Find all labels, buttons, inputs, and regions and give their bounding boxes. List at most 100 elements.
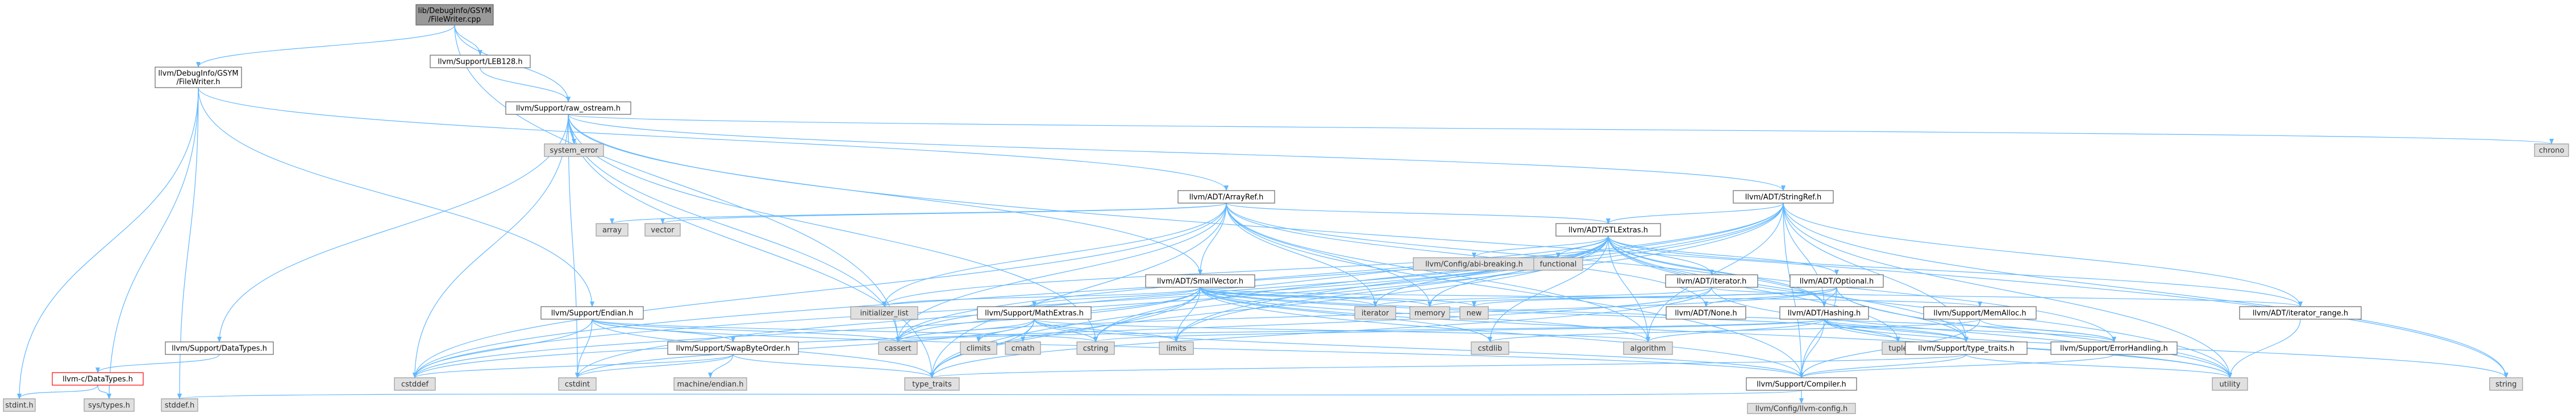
node-label: chrono bbox=[2539, 147, 2565, 155]
node-label: cmath bbox=[1011, 345, 1034, 353]
node-limits: limits bbox=[1159, 341, 1194, 355]
node-machine_endian: machine/endian.h bbox=[673, 377, 747, 391]
edge-hashing-to-cassert bbox=[896, 319, 1825, 342]
edge-raw_ostream-to-string bbox=[568, 114, 2508, 378]
edge-filewriter_h-to-endian bbox=[198, 87, 594, 307]
edge-smallvector-to-mathextras bbox=[1032, 287, 1201, 307]
node-cstring: cstring bbox=[1076, 341, 1115, 355]
edge-raw_ostream-to-stringref bbox=[568, 114, 1786, 191]
edge-arrayref-to-hashing bbox=[1226, 203, 1826, 307]
node-box bbox=[505, 101, 631, 115]
node-stringref[interactable]: llvm/ADT/StringRef.h bbox=[1733, 190, 1834, 204]
node-box bbox=[904, 377, 960, 391]
node-stddef_h: stddef.h bbox=[161, 398, 198, 412]
node-datatypes_support[interactable]: llvm/Support/DataTypes.h bbox=[165, 341, 274, 355]
node-box bbox=[1790, 274, 1884, 288]
edge-stringref-to-compiler bbox=[1783, 203, 1804, 378]
edge-arrayref-to-iterator_std bbox=[1226, 203, 1378, 307]
node-memalloc[interactable]: llvm/Support/MemAlloc.h bbox=[1923, 306, 2037, 320]
node-box bbox=[161, 398, 198, 412]
node-label: array bbox=[602, 226, 622, 235]
edge-stringref-to-cstring bbox=[1093, 203, 1784, 342]
node-box bbox=[1409, 306, 1450, 320]
node-hashing[interactable]: llvm/ADT/Hashing.h bbox=[1779, 306, 1869, 320]
node-string: string bbox=[2489, 377, 2523, 391]
node-initializer_list: initializer_list bbox=[850, 306, 918, 320]
node-memory: memory bbox=[1409, 306, 1450, 320]
node-label: llvm/ADT/SmallVector.h bbox=[1157, 278, 1243, 286]
edge-stlextras-to-cstdlib bbox=[1488, 236, 1609, 342]
node-label: machine/endian.h bbox=[677, 381, 744, 389]
node-box bbox=[1779, 306, 1869, 320]
node-adt_none[interactable]: llvm/ADT/None.h bbox=[1666, 306, 1746, 320]
edge-smallvector-to-initializer_list bbox=[882, 287, 1201, 307]
node-root[interactable]: lib/DebugInfo/GSYM/FileWriter.cpp bbox=[415, 4, 494, 26]
node-leb128[interactable]: llvm/Support/LEB128.h bbox=[430, 55, 531, 68]
edge-smallvector-to-memalloc bbox=[1200, 287, 1982, 307]
node-box bbox=[1746, 377, 1857, 391]
node-box bbox=[165, 341, 274, 355]
node-stlextras[interactable]: llvm/ADT/STLExtras.h bbox=[1555, 223, 1661, 237]
edge-stringref-to-cassert bbox=[896, 203, 1784, 342]
node-label: llvm/Support/ErrorHandling.h bbox=[2060, 345, 2168, 353]
node-datatypes_c[interactable]: llvm-c/DataTypes.h bbox=[52, 372, 144, 386]
node-arrayref[interactable]: llvm/ADT/ArrayRef.h bbox=[1177, 190, 1275, 204]
node-box bbox=[977, 306, 1092, 320]
node-box bbox=[1905, 341, 2028, 355]
node-box bbox=[960, 341, 997, 355]
edge-filewriter_h-to-sys_types bbox=[107, 87, 199, 399]
node-type_traits: type_traits bbox=[904, 377, 960, 391]
node-functional: functional bbox=[1533, 257, 1583, 271]
node-label: climits bbox=[967, 345, 991, 353]
edge-datatypes_c-to-stdint_h bbox=[17, 385, 98, 399]
edge-arrayref-to-cassert bbox=[896, 203, 1227, 342]
node-endian[interactable]: llvm/Support/Endian.h bbox=[540, 306, 644, 320]
edge-arrayref-to-initializer_list bbox=[882, 203, 1227, 307]
edge-stringref-to-utility bbox=[1783, 203, 2232, 378]
node-system_error: system_error bbox=[544, 143, 604, 157]
node-swapbyteorder[interactable]: llvm/Support/SwapByteOrder.h bbox=[667, 341, 799, 355]
node-raw_ostream[interactable]: llvm/Support/raw_ostream.h bbox=[505, 101, 631, 115]
node-label: new bbox=[1467, 309, 1482, 318]
node-iterator_range[interactable]: llvm/ADT/iterator_range.h bbox=[2239, 306, 2362, 320]
node-box bbox=[2489, 377, 2523, 391]
node-climits: climits bbox=[960, 341, 997, 355]
node-box bbox=[1177, 190, 1275, 204]
node-box bbox=[430, 55, 531, 68]
node-box bbox=[415, 4, 494, 26]
node-support_type_traits[interactable]: llvm/Support/type_traits.h bbox=[1905, 341, 2028, 355]
node-filewriter_h[interactable]: llvm/DebugInfo/GSYM/FileWriter.h bbox=[155, 67, 242, 88]
node-label: llvm/ADT/STLExtras.h bbox=[1568, 226, 1648, 235]
node-adt_iterator[interactable]: llvm/ADT/iterator.h bbox=[1665, 274, 1758, 288]
node-label: memory bbox=[1414, 309, 1446, 318]
node-label: utility bbox=[2220, 381, 2241, 389]
node-label: sys/types.h bbox=[88, 402, 130, 410]
node-adt_optional[interactable]: llvm/ADT/Optional.h bbox=[1790, 274, 1884, 288]
node-label: stddef.h bbox=[165, 402, 194, 410]
node-label: llvm-c/DataTypes.h bbox=[63, 375, 133, 384]
node-errorhandling[interactable]: llvm/Support/ErrorHandling.h bbox=[2050, 341, 2178, 355]
node-smallvector[interactable]: llvm/ADT/SmallVector.h bbox=[1145, 274, 1255, 288]
edge-stlextras-to-errorhandling bbox=[1608, 236, 2116, 342]
edge-adt_iterator-to-utility bbox=[1711, 287, 2232, 378]
edge-mathextras-to-limits bbox=[1034, 319, 1179, 342]
node-box bbox=[2534, 143, 2569, 157]
node-box bbox=[1459, 306, 1489, 320]
node-algorithm: algorithm bbox=[1623, 341, 1673, 355]
node-box bbox=[1159, 341, 1194, 355]
node-box bbox=[1665, 274, 1758, 288]
edge-raw_ostream-to-type_traits bbox=[568, 114, 934, 378]
edge-arrayref-to-stlextras bbox=[1226, 203, 1610, 224]
node-compiler[interactable]: llvm/Support/Compiler.h bbox=[1746, 377, 1857, 391]
edge-raw_ostream-to-datatypes_support bbox=[217, 114, 569, 342]
node-box bbox=[544, 143, 604, 157]
node-label: functional bbox=[1540, 261, 1577, 269]
node-label: iterator bbox=[1362, 309, 1389, 318]
edge-smallvector-to-compiler bbox=[1200, 287, 1804, 378]
node-label: llvm/Support/Endian.h bbox=[551, 309, 634, 318]
node-mathextras[interactable]: llvm/Support/MathExtras.h bbox=[977, 306, 1092, 320]
node-label: llvm/ADT/Hashing.h bbox=[1788, 309, 1861, 318]
node-box bbox=[850, 306, 918, 320]
edge-stlextras-to-initializer_list bbox=[882, 236, 1609, 307]
edge-filewriter_h-to-arrayref bbox=[198, 87, 1229, 191]
